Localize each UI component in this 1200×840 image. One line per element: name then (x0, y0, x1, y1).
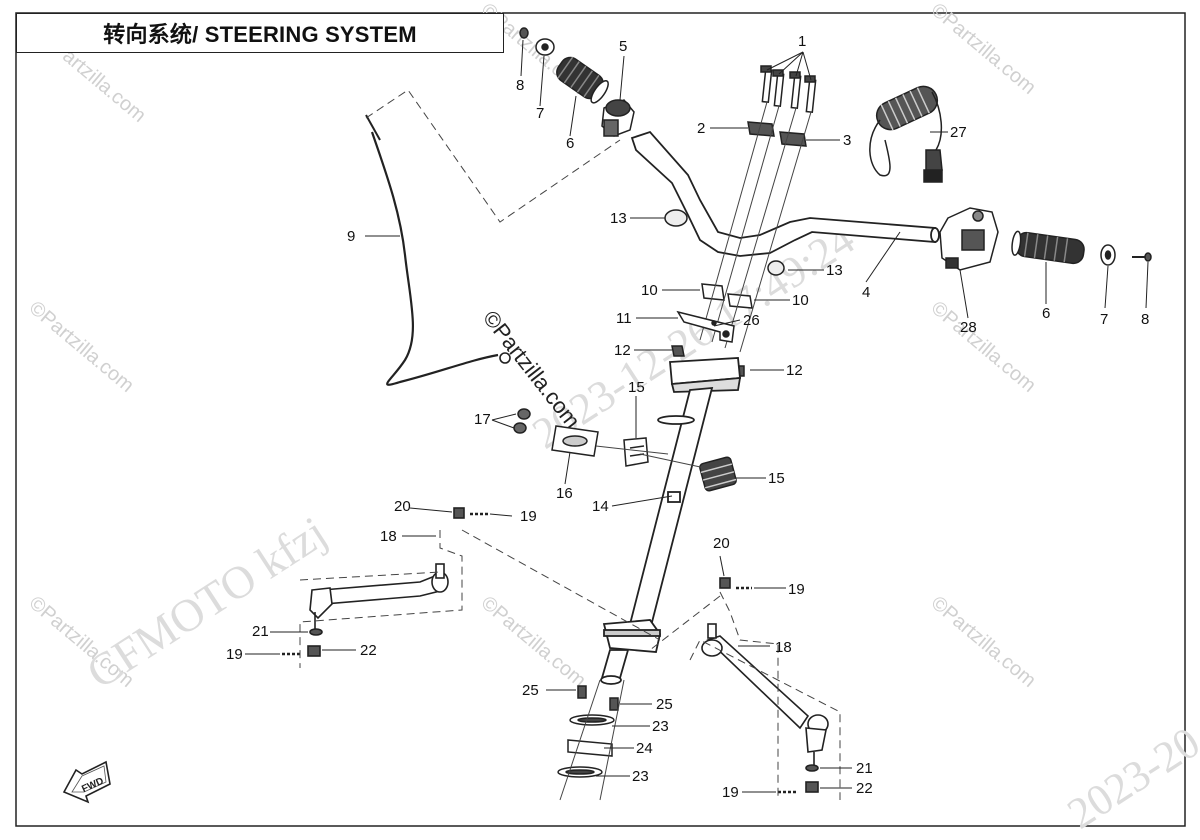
callout-21: 21 (252, 623, 269, 640)
left-tie-rod (282, 507, 488, 657)
callout-10: 10 (792, 292, 809, 309)
handlebar (630, 130, 940, 257)
callout-23: 23 (632, 768, 649, 785)
lower-bearing-stack (557, 685, 619, 778)
fwd-arrow-icon: FWD (62, 760, 111, 804)
callout-1: 1 (798, 33, 806, 50)
right-tie-rod-outline (649, 591, 841, 800)
callout-18: 18 (380, 528, 397, 545)
callout-14: 14 (592, 498, 609, 515)
clamp-bolts (760, 65, 817, 114)
callout-15: 15 (768, 470, 785, 487)
callout-19: 19 (226, 646, 243, 663)
partzilla-watermark: ©Partzilla.com (927, 0, 1040, 99)
callout-20: 20 (713, 535, 730, 552)
callout-8: 8 (1141, 311, 1149, 328)
callout-17: 17 (474, 411, 491, 428)
callout-numbers: 1 2 3 4 5 6 6 7 7 8 8 9 10 10 11 12 12 1… (226, 33, 1149, 801)
leader-lines (245, 39, 1149, 793)
callout-27: 27 (950, 124, 967, 141)
partzilla-watermark: ©Partzilla.com (927, 592, 1040, 692)
callout-18: 18 (775, 639, 792, 656)
corner-watermark: 2023-20 (1059, 717, 1200, 838)
callout-7: 7 (536, 105, 544, 122)
callout-13: 13 (826, 262, 843, 279)
side-bracket-axis (595, 445, 669, 455)
callout-19: 19 (788, 581, 805, 598)
callout-6: 6 (566, 135, 574, 152)
callout-22: 22 (360, 642, 377, 659)
callout-19: 19 (520, 508, 537, 525)
callout-21: 21 (856, 760, 873, 777)
partzilla-watermark: ©Partzilla.com (927, 297, 1040, 397)
callout-22: 22 (856, 780, 873, 797)
callout-25: 25 (522, 682, 539, 699)
callout-8: 8 (516, 77, 524, 94)
callout-3: 3 (843, 132, 851, 149)
handlebar-clamp (664, 65, 817, 309)
lower-bearing-axis (559, 679, 625, 801)
left-tie-rod-outline (299, 529, 661, 668)
right-tie-rod (701, 577, 829, 794)
right-grip-assembly (869, 85, 1152, 271)
partzilla-watermark: ©Partzilla.com (477, 592, 590, 692)
callout-5: 5 (619, 38, 627, 55)
callout-2: 2 (697, 120, 705, 137)
callout-28: 28 (960, 319, 977, 336)
callout-11: 11 (616, 310, 632, 327)
column-bushings (623, 437, 737, 492)
throttle-cable (365, 114, 511, 386)
callout-26: 26 (743, 312, 760, 329)
callout-23: 23 (652, 718, 669, 735)
title-box: 转向系统/ STEERING SYSTEM (16, 13, 504, 53)
left-grip-assembly (519, 27, 635, 137)
bolt-alignment-lines (699, 101, 812, 353)
callout-10: 10 (641, 282, 658, 299)
callout-24: 24 (636, 740, 653, 757)
callout-15: 15 (628, 379, 645, 396)
handlebar-bracket (671, 310, 745, 377)
steering-column (600, 357, 742, 685)
bushing-axis (639, 453, 706, 469)
callout-25: 25 (656, 696, 673, 713)
partzilla-watermark: ©Partzilla.com (25, 297, 138, 397)
callout-12: 12 (614, 342, 631, 359)
side-bracket (513, 408, 599, 457)
cfmoto-watermark: CFMOTO kfzj (78, 506, 335, 698)
page-title: 转向系统/ STEERING SYSTEM (103, 22, 417, 47)
callout-13: 13 (610, 210, 627, 227)
diagram-border (15, 12, 1186, 827)
callout-9: 9 (347, 228, 355, 245)
callout-16: 16 (556, 485, 573, 502)
callout-19: 19 (722, 784, 739, 801)
kill-switch-lanyard (869, 85, 943, 183)
callout-12: 12 (786, 362, 803, 379)
callout-6: 6 (1042, 305, 1050, 322)
callout-4: 4 (862, 284, 870, 301)
cable-routing-line (365, 89, 621, 223)
callout-20: 20 (394, 498, 411, 515)
callout-7: 7 (1100, 311, 1108, 328)
